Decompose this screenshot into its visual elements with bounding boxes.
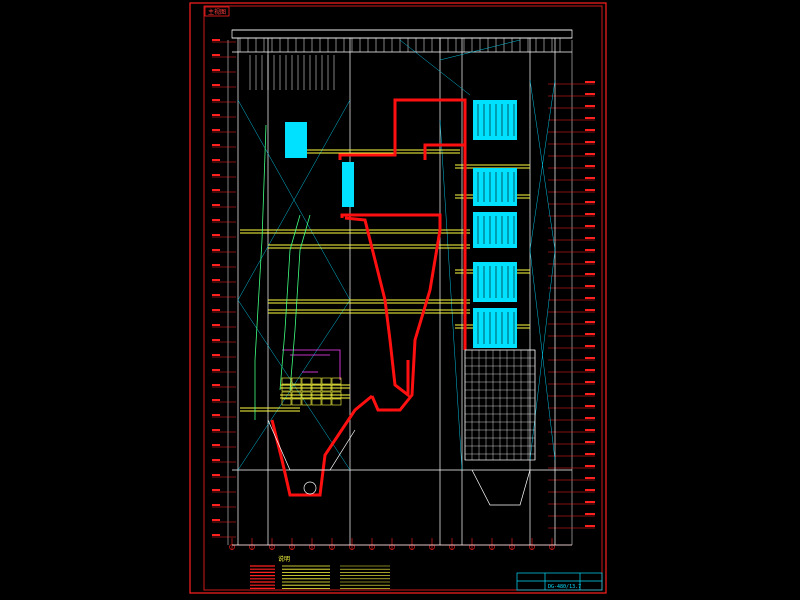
bottom-axis-markers — [229, 538, 572, 550]
header-tag: 主视图 — [208, 8, 226, 16]
pipework — [282, 349, 341, 380]
equipment-hatching — [477, 104, 515, 344]
legend-title: 说明 — [278, 555, 290, 563]
roof-truss — [239, 38, 561, 90]
left-dimension-chain — [212, 39, 236, 545]
right-grid-mesh — [464, 349, 536, 460]
furnace-hopper — [267, 349, 536, 506]
steel-structure — [231, 29, 573, 546]
title-block — [516, 572, 603, 591]
right-dimension-chain — [548, 40, 595, 545]
legend: 说明 — [250, 555, 390, 590]
flue-duct — [270, 98, 467, 497]
header-tag-box — [204, 6, 230, 17]
outer-frame — [189, 2, 607, 594]
downcomers — [254, 124, 311, 420]
title-block-code: DG-480/13.7 — [548, 584, 581, 590]
inner-frame — [203, 5, 603, 591]
cross-bracing — [237, 39, 556, 471]
equipment-blocks — [285, 100, 517, 348]
air-preheater — [281, 377, 342, 406]
